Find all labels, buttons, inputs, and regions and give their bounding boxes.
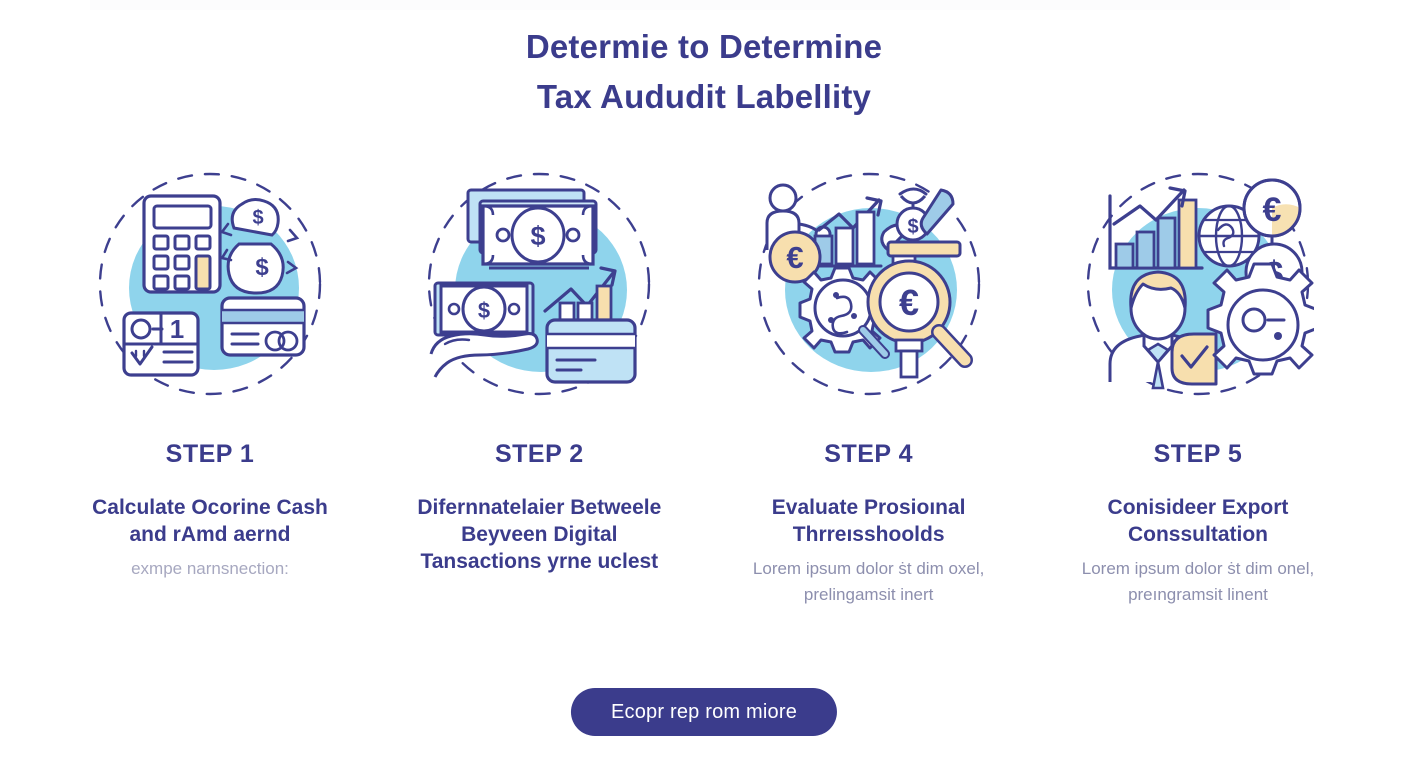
step-label-2: STEP 2 xyxy=(494,440,584,468)
page-title-line-1: Determie to Determine xyxy=(525,28,883,65)
svg-text:$: $ xyxy=(531,221,546,251)
step-body-1: exmpe narnsnection: xyxy=(131,559,289,578)
step-heading-1: Calculate Ocorine Cash and rAmd aernd xyxy=(92,496,328,546)
banknotes-hand-chart-icon: $ $ xyxy=(423,168,655,400)
svg-text:$: $ xyxy=(478,298,490,323)
step-body-4: Lorem ipsum dolor ṡt dim onel, preıngram… xyxy=(1081,559,1315,604)
svg-text:€: € xyxy=(786,240,803,275)
svg-text:€: € xyxy=(1263,191,1282,229)
step-label-1: STEP 1 xyxy=(165,440,255,468)
svg-text:1: 1 xyxy=(170,314,184,344)
svg-text:$: $ xyxy=(255,254,269,281)
step-label-4: STEP 5 xyxy=(1153,440,1243,468)
explore-more-button[interactable]: Ecopr rep rom miore xyxy=(570,688,838,736)
calculator-money-card-icon: $ $ 1 xyxy=(94,168,326,400)
top-edge-band xyxy=(90,0,1290,10)
step-label-3: STEP 4 xyxy=(824,440,913,468)
step-body-3: Lorem ipsum dolor ṡt dim oxel, prelingam… xyxy=(752,559,985,604)
step-heading-4: Conisideer Export Conssultation xyxy=(1107,496,1289,546)
svg-text:$: $ xyxy=(252,207,263,229)
page-title: Determie to Determine Tax Aududit Labell… xyxy=(0,22,1408,122)
step-card-2: $ $ xyxy=(389,168,689,608)
svg-text:$: $ xyxy=(907,216,918,238)
steps-row: $ $ 1 xyxy=(60,168,1348,608)
step-card-1: $ $ 1 xyxy=(60,168,360,608)
svg-text:€: € xyxy=(899,282,919,323)
page-title-line-2: Tax Aududit Labellity xyxy=(536,78,872,115)
step-heading-3: Evaluate Prosioınal Thrreısshoolds xyxy=(771,496,966,546)
businessman-globe-gear-icon: € $ xyxy=(1082,168,1314,400)
step-card-3: € $ xyxy=(719,168,1019,608)
person-euro-gear-magnifier-icon: € $ xyxy=(753,168,985,400)
step-heading-2: Difernnatelaier Betweele Beyveen Digital… xyxy=(417,496,662,573)
step-card-4: € $ xyxy=(1048,168,1348,608)
